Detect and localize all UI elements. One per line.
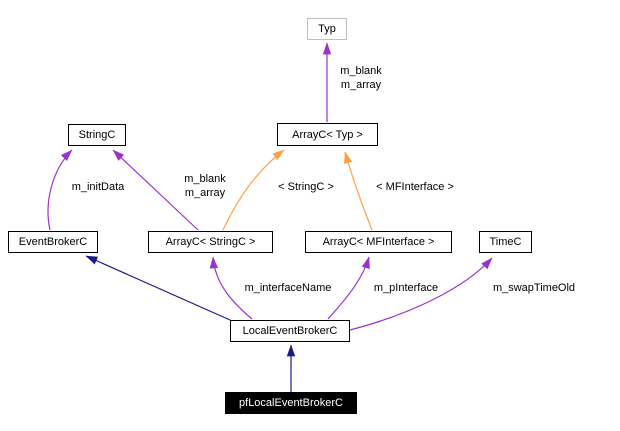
edge-local-inherits-eventbrokerc [85, 255, 231, 321]
edge-label-m-swaptimeold: m_swapTimeOld [492, 282, 576, 294]
node-pflocaleventbrokerc-focus: pfLocalEventBrokerC [225, 392, 357, 414]
node-stringc[interactable]: StringC [68, 124, 126, 146]
node-eventbrokerc[interactable]: EventBrokerC [8, 231, 98, 253]
edge-label-m-pinterface: m_pInterface [373, 282, 439, 294]
edge-label-template-mfinterface: < MFInterface > [376, 181, 454, 193]
edge-label-m-blank-m-array-typ: m_blank m_array [340, 65, 382, 91]
edge-label-template-stringc: < StringC > [278, 181, 334, 193]
node-typ[interactable]: Typ [307, 18, 347, 40]
node-arrayc-typ[interactable]: ArrayC< Typ > [277, 123, 378, 146]
node-arrayc-stringc[interactable]: ArrayC< StringC > [148, 231, 273, 253]
node-arrayc-mfinterface[interactable]: ArrayC< MFInterface > [305, 231, 452, 253]
edge-label-m-blank-m-array-stringc: m_blank m_array [184, 173, 226, 199]
edge-label-m-interfacename: m_interfaceName [244, 282, 332, 294]
edge-label-m-initdata: m_initData [71, 181, 125, 193]
node-localeventbrokerc[interactable]: LocalEventBrokerC [230, 320, 350, 342]
node-timec[interactable]: TimeC [479, 231, 532, 253]
